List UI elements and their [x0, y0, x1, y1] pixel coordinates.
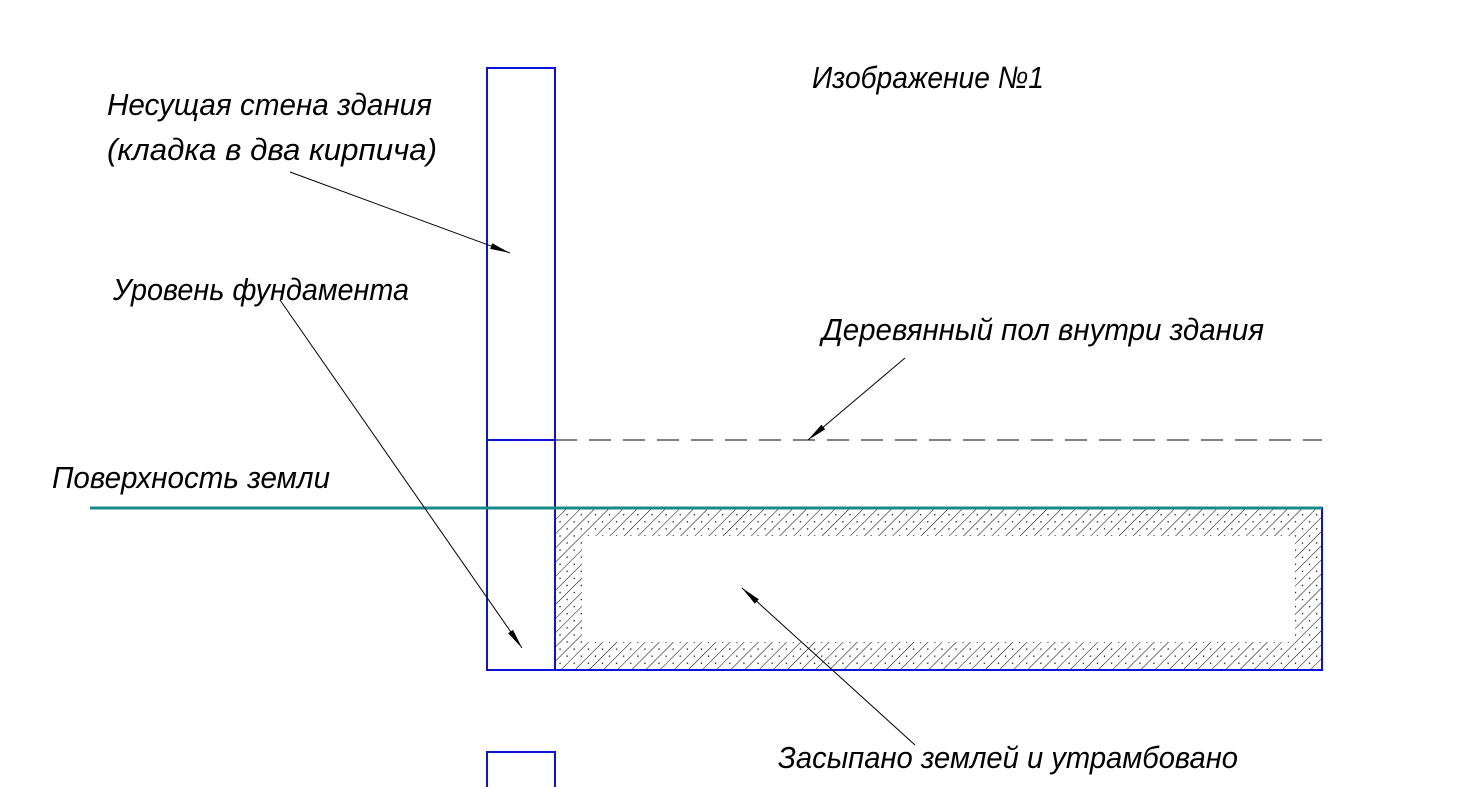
- backfill-hatch: [554, 507, 1323, 671]
- floor-leader-arrow: [807, 357, 906, 441]
- foundation-leader-arrow: [279, 299, 523, 649]
- foundation-label: Уровень фундамента: [112, 272, 409, 307]
- wall-label-line2: (кладка в два кирпича): [107, 132, 437, 167]
- load-bearing-wall: [486, 67, 556, 671]
- wall-lower-segment: [486, 751, 556, 787]
- drawing-title: Изображение №1: [812, 60, 1044, 95]
- ground-label: Поверхность земли: [52, 460, 330, 495]
- backfill-leader-arrow: [741, 587, 916, 746]
- backfill-label: Засыпано землей и утрамбовано: [778, 740, 1238, 775]
- floor-label: Деревянный пол внутри здания: [819, 312, 1264, 347]
- wall-leader-arrow: [289, 171, 511, 254]
- wall-label-line1: Несущая стена здания: [107, 87, 432, 122]
